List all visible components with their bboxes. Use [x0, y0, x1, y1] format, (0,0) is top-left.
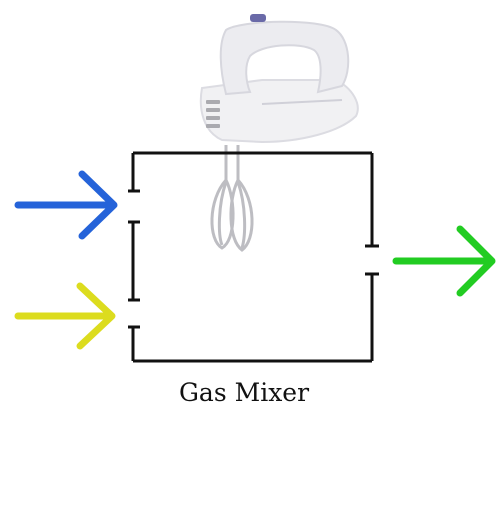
- mixer-handle: [219, 20, 350, 96]
- mixer-body: [199, 79, 359, 144]
- diagram-label: Gas Mixer: [178, 378, 310, 407]
- mixer-button: [250, 14, 266, 22]
- whisk-beaters: [210, 145, 254, 252]
- mixer-box: [128, 151, 379, 363]
- inlet-arrow-bottom: [14, 282, 116, 350]
- mixer-vents: [206, 100, 220, 128]
- inlet-arrow-top: [14, 170, 118, 240]
- hand-mixer-icon: [199, 14, 359, 252]
- outlet-arrow: [392, 225, 496, 297]
